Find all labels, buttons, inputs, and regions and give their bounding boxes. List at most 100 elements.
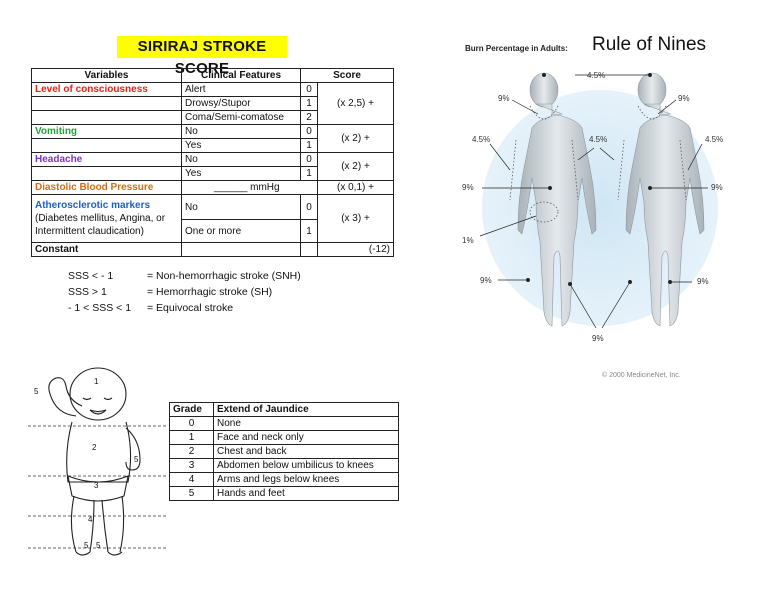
table-row: Level of consciousness Alert 0 (x 2,5) + — [31, 82, 395, 125]
table-row: Vomiting No 0 (x 2) + — [31, 124, 395, 153]
multiplier-dbp: (x 0,1) + — [316, 180, 395, 195]
value-cell: 0 — [300, 194, 318, 220]
pct-trunk-front: 9% — [462, 183, 474, 192]
copyright-text: © 2000 MedicineNet, Inc. — [602, 372, 681, 379]
legend-meaning: = Equivocal stroke — [147, 302, 234, 314]
leader-legs-bottom-b — [601, 281, 631, 329]
stroke-score-title: SIRIRAJ STROKE SCORE — [117, 36, 287, 77]
table-header-row: Variables Clinical Features Score — [31, 68, 395, 83]
grade-cell: 3 — [169, 458, 214, 473]
leader-legs-bottom-a — [569, 283, 597, 329]
pct-head: 4.5% — [587, 71, 606, 80]
variable-constant: Constant — [31, 242, 182, 257]
feature-cell: Alert — [181, 82, 301, 97]
value-cell: 1 — [300, 219, 318, 243]
baby-head — [69, 367, 127, 421]
extent-cell: Chest and back — [213, 444, 399, 459]
variable-consciousness: Level of consciousness — [31, 82, 182, 97]
value-cell: 0 — [300, 124, 318, 139]
variable-headache: Headache — [31, 152, 182, 167]
value-cell: 1 — [300, 96, 318, 111]
variable-dbp: Diastolic Blood Pressure — [31, 180, 182, 195]
front-chest-outline — [529, 105, 559, 120]
leader-groin — [479, 215, 537, 237]
pct-arm-left: 4.5% — [472, 135, 491, 144]
multiplier-headache: (x 2) + — [316, 152, 395, 181]
baby-torso — [66, 421, 132, 483]
feature-cell: No — [181, 124, 301, 139]
extent-cell: Face and neck only — [213, 430, 399, 445]
feature-cell: One or more — [181, 219, 301, 243]
feature-cell: Yes — [181, 138, 301, 153]
table-row: Drowsy/Stupor 1 — [31, 96, 394, 111]
legend-meaning: = Hemorrhagic stroke (SH) — [147, 286, 273, 298]
header-features: Clinical Features — [181, 68, 301, 83]
feature-cell: Coma/Semi-comatose — [181, 110, 301, 125]
grade-cell: 1 — [169, 430, 214, 445]
header-grade: Grade — [169, 402, 214, 417]
table-row: Diastolic Blood Pressure ______ mmHg (x … — [31, 180, 395, 195]
multiplier-athero: (x 3) + — [316, 194, 395, 243]
feature-cell: Drowsy/Stupor — [181, 96, 301, 111]
legend-condition: - 1 < SSS < 1 — [68, 302, 132, 314]
rule-of-nines-figure — [479, 72, 718, 329]
zone-label: 5 — [34, 387, 39, 396]
zone-label: 5 — [134, 455, 139, 464]
leader-arm-left — [489, 143, 511, 171]
extent-cell: None — [213, 416, 399, 431]
pct-leg-back: 9% — [697, 277, 709, 286]
leader-front-neck — [511, 99, 539, 115]
pct-groin: 1% — [462, 236, 474, 245]
groin-outline — [529, 201, 559, 223]
pct-trunk-back: 9% — [711, 183, 723, 192]
table-row: Yes 1 — [31, 166, 394, 181]
value-cell: 0 — [300, 82, 318, 97]
zone-label: 2 — [92, 443, 97, 452]
leader-arm-mid-a — [577, 147, 595, 161]
rule-of-nines-title: Rule of Nines — [592, 34, 707, 55]
table-row: One or more 1 — [32, 219, 394, 243]
multiplier-consciousness: (x 2,5) + — [316, 82, 395, 125]
pct-legs-bottom: 9% — [592, 334, 604, 343]
baby-feet — [75, 551, 123, 556]
header-variables: Variables — [31, 68, 182, 83]
leader-back-neck — [657, 99, 677, 115]
feature-cell: Yes — [181, 166, 301, 181]
table-header-row: Grade Extend of Jaundice — [169, 402, 399, 417]
sss-legend: SSS < - 1 = Non-hemorrhagic stroke (SNH)… — [68, 268, 308, 318]
header-extent: Extend of Jaundice — [213, 402, 399, 417]
extent-cell: Arms and legs below knees — [213, 472, 399, 487]
constant-value: (-12) — [316, 242, 395, 257]
feature-cell: No — [181, 152, 301, 167]
stroke-score-table: Variables Clinical Features Score Level … — [31, 68, 395, 257]
extent-cell: Abdomen below umbilicus to knees — [213, 458, 399, 473]
pct-leg-front: 9% — [480, 276, 492, 285]
header-score: Score — [299, 68, 395, 83]
grade-cell: 4 — [169, 472, 214, 487]
zone-label: 3 — [94, 481, 99, 490]
value-cell: 0 — [300, 152, 318, 167]
baby-eyes — [82, 397, 113, 401]
extent-cell: Hands and feet — [213, 486, 399, 501]
pct-arm-right: 4.5% — [705, 135, 724, 144]
value-cell: 2 — [300, 110, 318, 125]
legend-condition: SSS > 1 — [68, 286, 107, 298]
value-cell: 1 — [300, 138, 318, 153]
pct-back-neck: 9% — [678, 94, 690, 103]
grade-cell: 5 — [169, 486, 214, 501]
zone-label: 5 — [96, 541, 101, 550]
baby-mouth — [89, 409, 107, 415]
infant-jaundice-zones-drawing: 1 2 3 4 5 5 5 5 — [28, 367, 168, 556]
baby-right-arm — [125, 427, 141, 471]
feature-cell: No — [181, 194, 301, 220]
baby-diaper — [67, 475, 129, 502]
variable-vomiting: Vomiting — [31, 124, 182, 139]
zone-label: 1 — [94, 377, 99, 386]
pct-arm-mid: 4.5% — [589, 135, 608, 144]
rule-of-nines-subtitle: Burn Percentage in Adults: — [465, 44, 568, 53]
